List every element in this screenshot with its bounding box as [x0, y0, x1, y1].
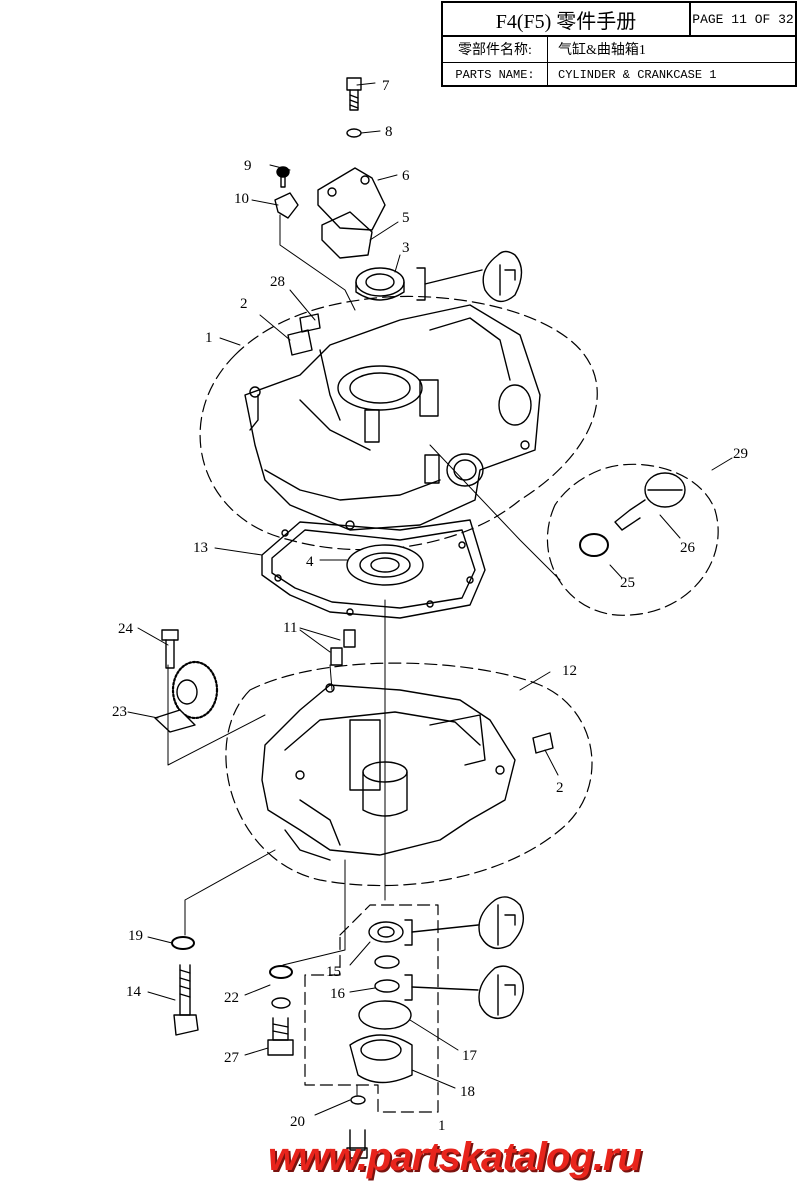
callout-2-lower: 2 — [556, 780, 564, 796]
callout-labels: 7 8 9 10 6 5 3 28 2 1 13 4 11 12 2 24 23… — [112, 78, 748, 1170]
callout-13: 13 — [193, 540, 208, 556]
washer — [346, 128, 362, 138]
book-title: F4(F5) 零件手册 — [443, 3, 691, 35]
callout-11: 11 — [283, 620, 297, 636]
washer-small — [350, 1095, 366, 1105]
group-outlines — [199, 295, 719, 1113]
part-name-en: CYLINDER & CRANKCASE 1 — [558, 67, 717, 82]
callout-26: 26 — [680, 540, 696, 556]
callout-15: 15 — [326, 964, 341, 980]
title-row: F4(F5) 零件手册 PAGE 11 OF 32 — [443, 3, 795, 37]
locating-pin — [343, 629, 356, 648]
callout-4: 4 — [306, 554, 314, 570]
oil-seal — [355, 267, 405, 301]
callout-2-upper: 2 — [240, 296, 248, 312]
callout-19: 19 — [128, 928, 143, 944]
callout-7: 7 — [382, 78, 390, 94]
seal-detail-view-lower — [404, 896, 524, 1019]
callout-21: 2 — [298, 1154, 306, 1170]
callout-9: 9 — [244, 158, 252, 174]
seal-detail-view — [416, 250, 523, 303]
group-outline-seal-set — [304, 904, 439, 1113]
oil-seal-set — [349, 921, 413, 1084]
group-outline-plug — [546, 463, 719, 616]
callout-24: 24 — [118, 621, 134, 637]
dowel-pin-right — [532, 732, 554, 754]
watermark: www.partskatalog.ru — [268, 1135, 642, 1179]
gear-bolt — [161, 629, 179, 669]
callout-25: 25 — [620, 575, 635, 591]
callout-3: 3 — [402, 240, 410, 256]
callout-29: 29 — [733, 446, 748, 462]
cylinder-block — [244, 304, 541, 531]
screw — [276, 166, 290, 188]
dowel-pin — [287, 329, 313, 356]
dowel-pin-small — [299, 313, 321, 333]
callout-1: 1 — [205, 330, 213, 346]
callout-5: 5 — [402, 210, 410, 226]
bolt — [346, 77, 362, 111]
long-bolt — [173, 964, 199, 1036]
part-name-cn-row: 零部件名称: 气缸&曲轴箱1 — [443, 35, 795, 63]
title-block: F4(F5) 零件手册 PAGE 11 OF 32 零部件名称: 气缸&曲轴箱1… — [441, 1, 797, 87]
callout-14: 14 — [126, 984, 142, 1000]
bearing — [346, 544, 424, 586]
part-name-label-cn: 零部件名称: — [443, 35, 548, 62]
group-outline-crankcase — [225, 662, 593, 887]
gasket — [261, 519, 486, 619]
callout-22: 22 — [224, 990, 239, 1006]
callout-27: 27 — [224, 1050, 240, 1066]
washer-19 — [171, 936, 195, 950]
callout-16: 16 — [330, 986, 346, 1002]
crankcase — [261, 683, 516, 861]
group-outline-cylinder — [199, 295, 598, 551]
part-name-label-en: PARTS NAME: — [443, 62, 548, 87]
assembly-lines — [167, 214, 561, 1096]
leader-lines — [127, 82, 733, 1116]
page-number: PAGE 11 OF 32 — [692, 11, 794, 27]
washer-22b — [271, 997, 291, 1009]
washer-22 — [269, 965, 293, 979]
callout-1-group: 1 — [438, 1118, 446, 1134]
callout-17: 17 — [462, 1048, 478, 1064]
callout-23: 23 — [112, 704, 127, 720]
cover-plate — [317, 167, 386, 231]
short-bolt — [267, 1017, 294, 1056]
part-name-cn: 气缸&曲轴箱1 — [558, 42, 646, 58]
callout-28: 28 — [270, 274, 285, 290]
callout-18: 18 — [460, 1084, 475, 1100]
cover-gasket — [321, 211, 373, 259]
hex-bolt — [346, 1129, 368, 1159]
callout-12: 12 — [562, 663, 577, 679]
o-ring — [579, 533, 609, 557]
clip — [274, 192, 299, 219]
callout-8: 8 — [385, 124, 393, 140]
governor-gear — [154, 660, 219, 733]
callout-6: 6 — [402, 168, 410, 184]
drain-plug — [614, 472, 686, 531]
callout-10: 10 — [234, 191, 249, 207]
locating-pin — [330, 647, 343, 666]
callout-20: 20 — [290, 1114, 305, 1130]
part-name-en-row: PARTS NAME: CYLINDER & CRANKCASE 1 — [443, 62, 795, 87]
